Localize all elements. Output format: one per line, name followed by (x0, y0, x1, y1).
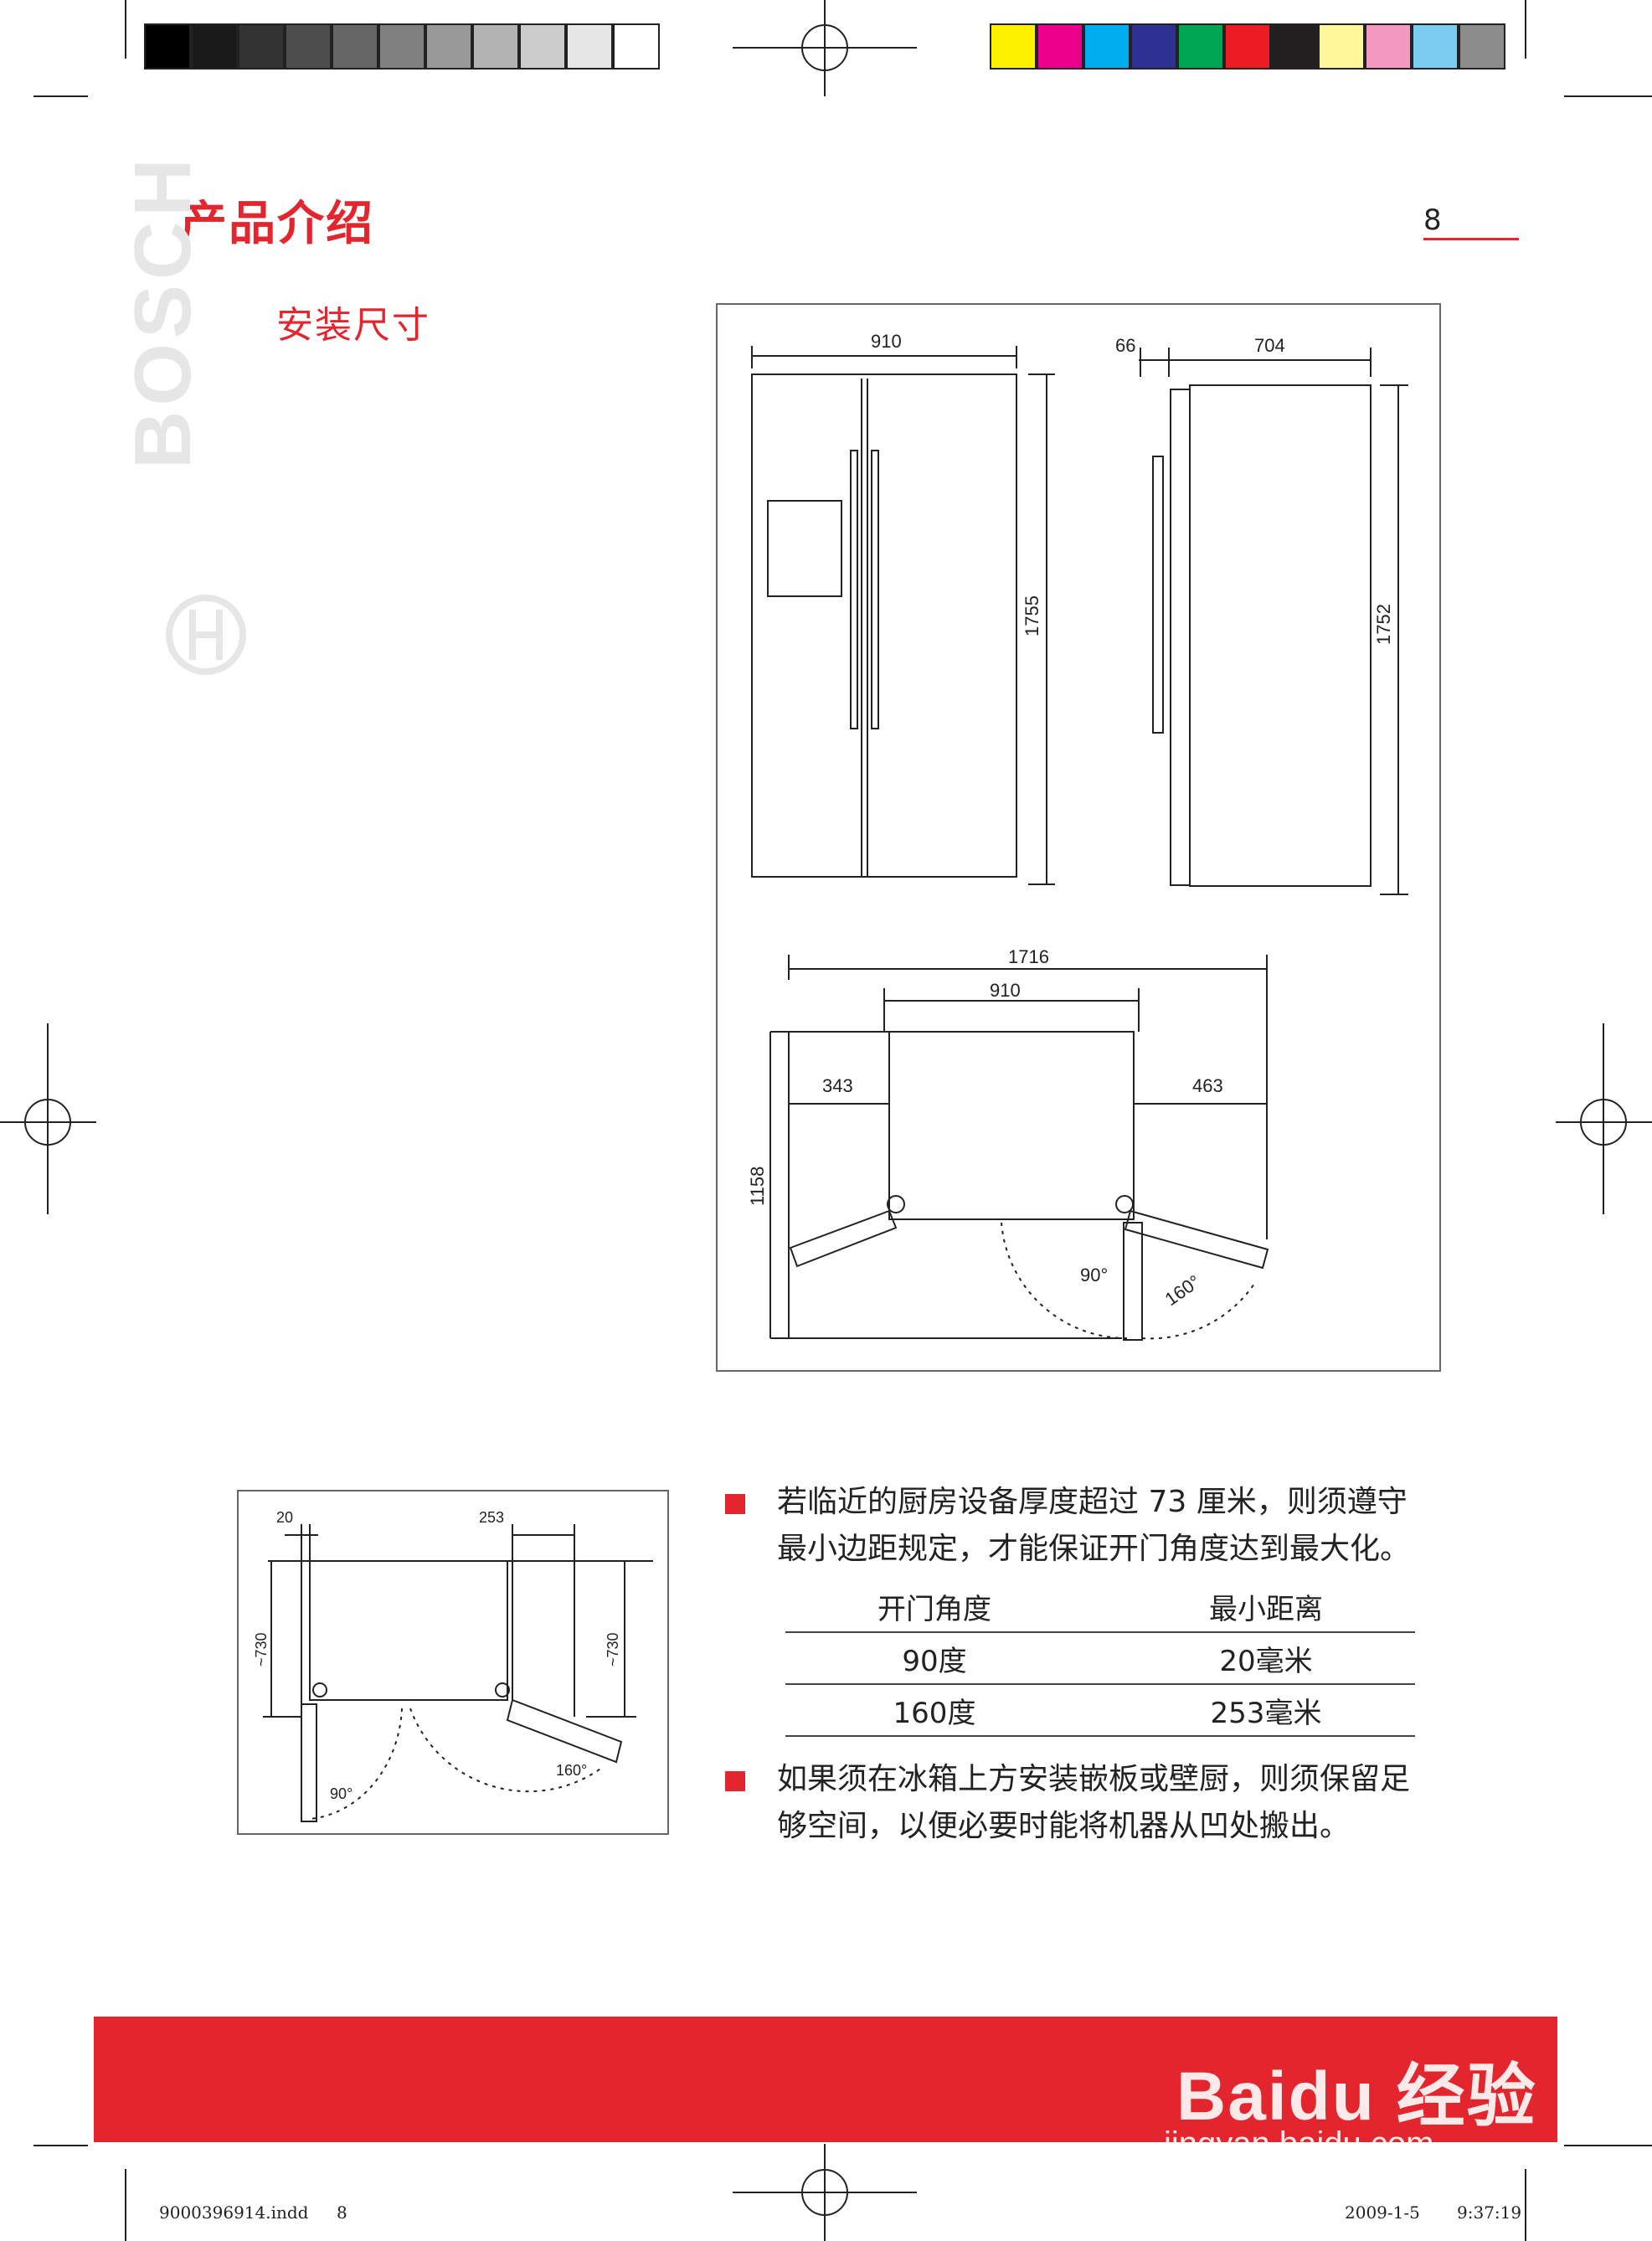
dim-front-width: 910 (871, 331, 902, 352)
dim-left-clear: 343 (822, 1075, 853, 1096)
color-swatch (191, 23, 238, 70)
color-swatch (1412, 23, 1459, 70)
color-swatch (1224, 23, 1271, 70)
page-number-rule (1423, 238, 1519, 240)
table-cell-distance: 253毫米 (1210, 1696, 1322, 1730)
left-door-open (789, 1209, 898, 1268)
table-header-distance: 最小距离 (1209, 1592, 1323, 1626)
dim-right-clear: 463 (1192, 1075, 1223, 1096)
small-angle-90: 90° (330, 1785, 353, 1802)
right-door-90 (1123, 1222, 1143, 1341)
angle-90: 90° (1080, 1265, 1108, 1285)
color-swatch (613, 23, 660, 70)
note2-text: 如果须在冰箱上方安装嵌板或壁厨，则须保留足够空间，以便必要时能将机器从凹处搬出。 (777, 1762, 1411, 1843)
dim-top-width: 910 (990, 980, 1021, 1001)
sub-title: 安装尺寸 (276, 304, 430, 347)
table-cell-angle: 90度 (902, 1644, 967, 1678)
color-swatch (378, 23, 425, 70)
color-swatch (1037, 23, 1083, 70)
color-swatch (519, 23, 566, 70)
table-row: 160度 253毫米 (785, 1685, 1415, 1737)
color-swatch (566, 23, 613, 70)
gap-left: 20 (276, 1509, 293, 1526)
color-swatch (285, 23, 332, 70)
table-header-row: 开门角度 最小距离 (785, 1581, 1415, 1633)
watermark-url: jingyan.baidu.com (1164, 2125, 1434, 2162)
note1-text: 若临近的厨房设备厚度超过 73 厘米，则须遵守最小边距规定，才能保证开门角度达到… (777, 1485, 1411, 1566)
slug-date: 2009-1-5 (1345, 2202, 1420, 2223)
color-swatch (144, 23, 191, 70)
slug-page: 8 (337, 2202, 347, 2223)
dim-side-height: 1752 (1373, 604, 1394, 645)
gap-right: 253 (479, 1509, 504, 1526)
footer-band (94, 2017, 1557, 2142)
color-swatch (1318, 23, 1365, 70)
dim-open-depth: 1158 (747, 1167, 768, 1206)
table-cell-distance: 20毫米 (1219, 1644, 1313, 1678)
page-number: 8 (1423, 203, 1442, 237)
watermark-logo: Baidu 经验 (1176, 2058, 1537, 2135)
dim-front-height: 1755 (1022, 595, 1042, 636)
color-swatch (1271, 23, 1318, 70)
table-row: 90度 20毫米 (785, 1633, 1415, 1685)
clearance-table: 开门角度 最小距离 90度 20毫米 160度 253毫米 (785, 1581, 1415, 1737)
color-swatch (1130, 23, 1177, 70)
color-swatch (990, 23, 1037, 70)
dim-top-total: 1716 (1008, 946, 1049, 967)
clearance-diagram-frame (237, 1490, 669, 1835)
small-angle-160: 160° (556, 1762, 587, 1779)
installation-diagram-frame (716, 303, 1441, 1372)
color-swatch (1083, 23, 1130, 70)
color-swatch (332, 23, 378, 70)
note1-bullet (725, 1494, 745, 1514)
note2-bullet (725, 1771, 745, 1791)
color-swatch (1459, 23, 1505, 70)
slug-file: 9000396914.indd (159, 2202, 309, 2223)
depth-left: ~730 (253, 1632, 270, 1667)
table-header-angle: 开门角度 (877, 1592, 991, 1626)
dim-side-depth: 704 (1254, 335, 1285, 356)
color-swatch (238, 23, 285, 70)
fridge-top-outline (888, 1031, 1135, 1220)
dim-side-door: 66 (1115, 335, 1135, 356)
slug-time: 9:37:19 (1457, 2202, 1522, 2223)
water-dispenser (767, 500, 842, 597)
table-cell-angle: 160度 (893, 1696, 976, 1730)
color-swatch (472, 23, 519, 70)
color-swatch (1365, 23, 1412, 70)
depth-right: ~730 (605, 1632, 621, 1667)
color-swatch (425, 23, 472, 70)
section-title: 产品介绍 (180, 197, 374, 251)
color-swatch (1177, 23, 1224, 70)
